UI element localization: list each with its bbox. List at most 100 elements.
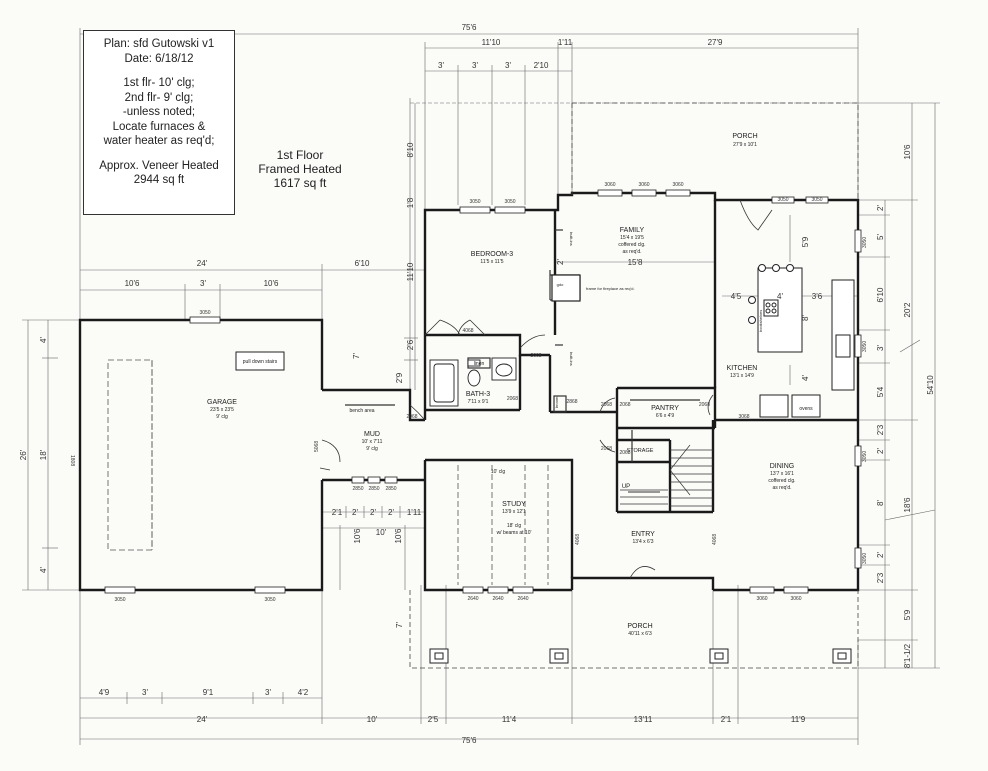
svg-text:4': 4'	[777, 292, 783, 301]
family-size: 15'4 x 19'5	[620, 235, 644, 241]
note-veneer-1: Approx. Veneer Heated	[99, 159, 219, 172]
svg-text:5': 5'	[876, 234, 885, 240]
dining-note-1: coffered clg.	[768, 478, 795, 484]
dining-label: DINING	[770, 463, 795, 470]
study-note-1: 18' clg	[507, 523, 522, 529]
kitchen-fixtures	[748, 264, 855, 418]
svg-text:2'3: 2'3	[876, 572, 885, 583]
linen-label: linen	[474, 361, 485, 367]
svg-text:3060: 3060	[638, 182, 649, 188]
study-note-2: w/ beams at 10'	[497, 530, 532, 536]
svg-text:3060: 3060	[756, 596, 767, 602]
window-codes: 3050 3050 3060 3060 3060 3050 3050 3050 …	[69, 182, 868, 603]
bath-fixtures	[429, 357, 517, 407]
svg-text:2'9: 2'9	[395, 372, 404, 383]
svg-text:2': 2'	[556, 259, 565, 265]
svg-text:27'9: 27'9	[708, 38, 723, 47]
svg-text:3'6: 3'6	[812, 292, 823, 301]
svg-text:2': 2'	[876, 448, 885, 454]
svg-text:24': 24'	[197, 715, 208, 724]
entry-size: 13'4 x 6'3	[632, 539, 653, 545]
svg-text:2068: 2068	[406, 414, 417, 420]
fireplace-label: frame for fireplace as req'd.	[586, 286, 635, 291]
svg-text:75'6: 75'6	[462, 736, 477, 745]
svg-text:2068: 2068	[699, 402, 710, 408]
mud-label: MUD	[364, 431, 380, 438]
svg-text:3050: 3050	[862, 237, 868, 248]
svg-text:4'2: 4'2	[298, 688, 309, 697]
svg-text:10'6: 10'6	[125, 279, 140, 288]
svg-text:3050: 3050	[264, 597, 275, 603]
entry-label: ENTRY	[631, 531, 655, 538]
svg-text:20'2: 20'2	[903, 302, 912, 317]
svg-text:2850: 2850	[385, 486, 396, 492]
svg-text:5'9: 5'9	[903, 609, 912, 620]
svg-text:2668: 2668	[530, 353, 541, 359]
svg-text:10'6: 10'6	[903, 144, 912, 159]
study-label: STUDY	[502, 501, 526, 508]
study-beams	[457, 465, 549, 585]
dining-note-2: as req'd.	[772, 485, 791, 491]
svg-text:6'10: 6'10	[355, 259, 370, 268]
svg-text:3': 3'	[472, 61, 478, 70]
svg-text:5'9: 5'9	[801, 236, 810, 247]
svg-text:3050: 3050	[504, 199, 515, 205]
svg-text:2068: 2068	[507, 396, 518, 402]
svg-text:8'10: 8'10	[406, 142, 415, 157]
porch-top-outline	[571, 102, 859, 200]
svg-text:3060: 3060	[790, 596, 801, 602]
ovens-label: ovens	[799, 406, 813, 412]
svg-text:2'6: 2'6	[406, 339, 415, 350]
svg-text:11'10: 11'10	[482, 38, 501, 47]
note-clg-2: 2nd flr- 9' clg;	[124, 91, 194, 104]
svg-text:1'8: 1'8	[406, 197, 415, 208]
svg-text:3050: 3050	[862, 341, 868, 352]
svg-text:4'5: 4'5	[731, 292, 742, 301]
svg-text:75'6: 75'6	[462, 23, 477, 32]
bedroom-label: BEDROOM-3	[471, 251, 514, 258]
svg-text:7': 7'	[395, 622, 404, 628]
svg-text:8'1-1/2: 8'1-1/2	[903, 643, 912, 668]
svg-text:2': 2'	[876, 205, 885, 211]
svg-text:2640: 2640	[467, 596, 478, 602]
bedroom-size: 11'5 x 11'5	[480, 259, 503, 265]
svg-text:3050: 3050	[114, 597, 125, 603]
svg-text:3050: 3050	[777, 197, 788, 203]
svg-text:3050: 3050	[862, 451, 868, 462]
svg-text:4068: 4068	[462, 328, 473, 334]
svg-text:2': 2'	[876, 552, 885, 558]
svg-text:2868: 2868	[566, 399, 577, 405]
windows	[104, 189, 862, 594]
fireplace	[551, 274, 581, 302]
heated-line-2: Framed Heated	[258, 162, 342, 176]
pantry-size: 6'6 x 4'9	[656, 413, 675, 419]
heated-line-3: 1617 sq ft	[273, 176, 327, 190]
up-label: UP	[622, 484, 630, 490]
dimension-lines	[22, 28, 940, 745]
porch-bottom-size: 40'11 x 6'3	[628, 631, 652, 637]
note-locate-1: Locate furnaces &	[112, 120, 206, 133]
svg-text:11'9: 11'9	[791, 715, 806, 724]
svg-text:2': 2'	[370, 508, 376, 517]
svg-text:3050: 3050	[811, 197, 822, 203]
svg-text:4068: 4068	[712, 534, 718, 545]
note-veneer-2: 2944 sq ft	[133, 174, 185, 186]
svg-text:2068: 2068	[619, 402, 630, 408]
svg-text:3060: 3060	[672, 182, 683, 188]
broom-label: broom	[554, 396, 559, 408]
builtins-label: built-ins	[569, 232, 574, 246]
garage-clg: 9' clg	[216, 414, 228, 420]
study-clg-top: 10' clg	[491, 469, 506, 475]
svg-text:13'11: 13'11	[634, 715, 653, 724]
mud-clg: 9' clg	[366, 446, 378, 452]
svg-text:2068: 2068	[619, 450, 630, 456]
svg-text:9'1: 9'1	[203, 688, 214, 697]
svg-text:4': 4'	[801, 375, 810, 381]
svg-text:2'1: 2'1	[332, 508, 343, 517]
kitchen-size: 13'1 x 14'9	[730, 373, 754, 379]
heated-area-label: 1st Floor Framed Heated 1617 sq ft	[245, 148, 355, 190]
note-locate-2: water heater as req'd;	[103, 135, 215, 147]
svg-text:2068: 2068	[601, 446, 612, 452]
svg-text:8': 8'	[876, 500, 885, 506]
svg-text:3': 3'	[265, 688, 271, 697]
